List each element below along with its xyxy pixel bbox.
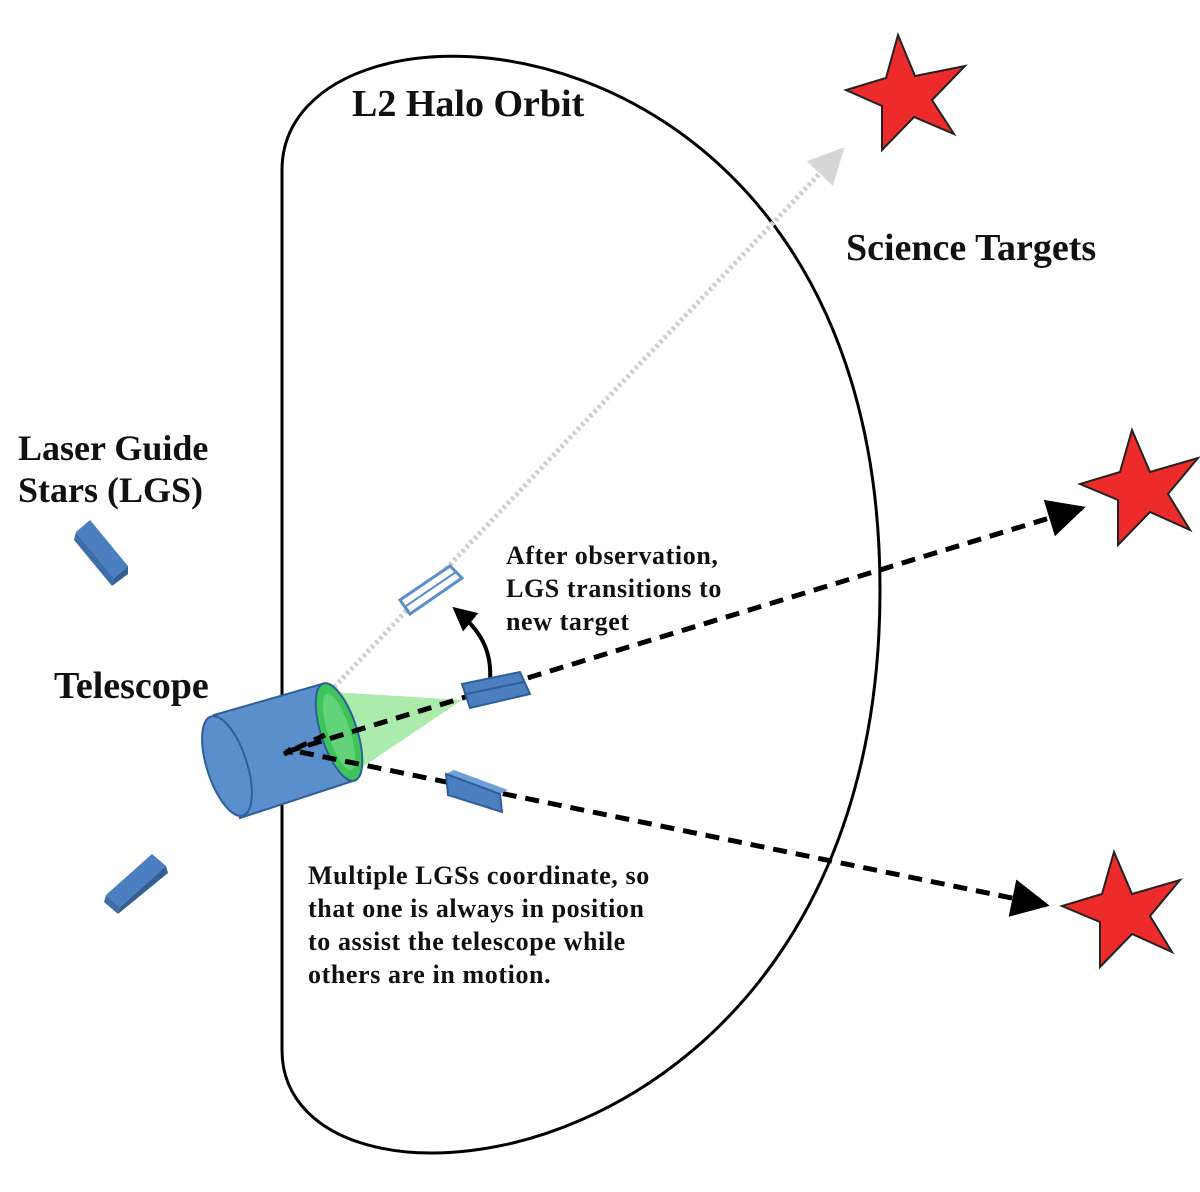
satellite-icon <box>444 770 508 814</box>
after-observation-line: new target <box>506 607 630 636</box>
coordination-line: Multiple LGSs coordinate, so <box>308 861 650 890</box>
halo-orbit-outline <box>280 54 882 1155</box>
satellite-icon <box>397 564 465 617</box>
telescope-label: Telescope <box>54 665 209 707</box>
after-observation-line: LGS transitions to <box>506 574 722 603</box>
satellite-icon <box>460 670 532 710</box>
star-icon <box>843 31 968 153</box>
telescope-icon <box>201 682 364 820</box>
science-targets-label: Science Targets <box>846 227 1096 269</box>
satellite-icon <box>74 520 128 586</box>
coordination-line: that one is always in position <box>308 894 645 923</box>
dashed-arrow-small <box>282 732 327 757</box>
transition-arrow <box>452 606 493 681</box>
dashed-arrow-middle-star <box>285 499 1086 755</box>
coordination-line: others are in motion. <box>308 960 551 989</box>
dashed-arrow-bottom-star <box>299 749 1050 917</box>
star-icon <box>1059 849 1183 970</box>
after-observation-line: After observation, <box>506 541 719 570</box>
coordination-line: to assist the telescope while <box>308 927 626 956</box>
lgs-title-line: Stars (LGS) <box>18 470 203 510</box>
star-icon <box>1077 427 1200 548</box>
satellite-icon <box>104 854 168 914</box>
lgs-title-line: Laser Guide <box>18 428 208 468</box>
telescope-beam <box>332 692 462 770</box>
orbit-label: L2 Halo Orbit <box>352 83 585 125</box>
